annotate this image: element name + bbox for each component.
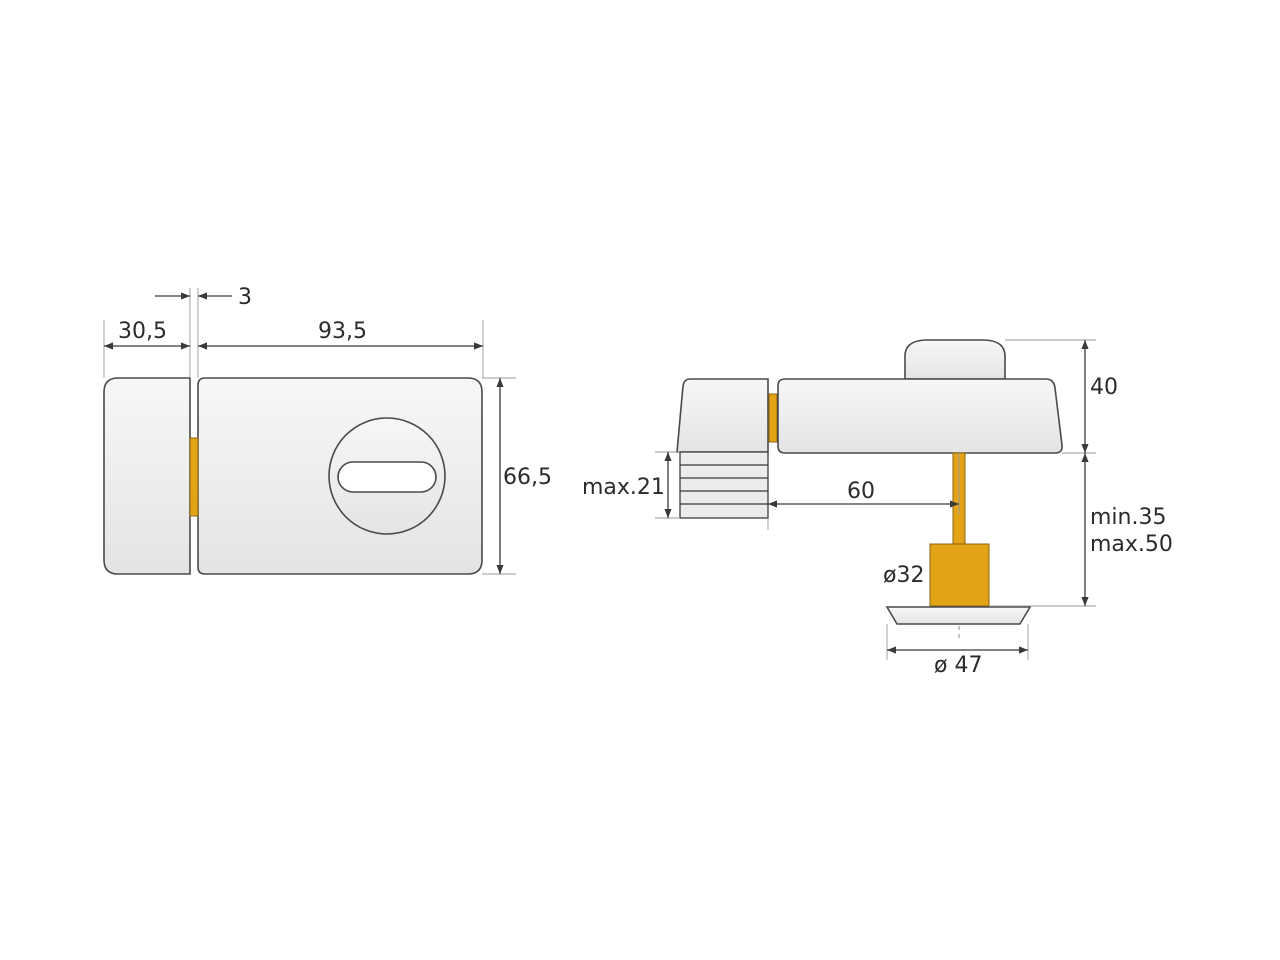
keeper-ribs	[679, 451, 769, 519]
lock-side-body	[777, 378, 1063, 454]
rosette-diameter-label: ø 47	[934, 653, 982, 678]
keyhole-slot	[337, 461, 437, 493]
side-view: 40 max.21 60 min.35 max.50 ø32 ø 47	[582, 339, 1173, 678]
spindle-max-label: max.50	[1090, 532, 1173, 557]
bolt-strip	[189, 437, 199, 517]
cylinder-diameter-label: ø32	[883, 563, 924, 588]
lock-height-label: 66,5	[503, 465, 552, 490]
keeper-width-label: 30,5	[118, 319, 167, 344]
spindle-min-label: min.35	[1090, 505, 1166, 530]
knob-height-label: 40	[1090, 375, 1118, 400]
rosette	[885, 606, 1032, 625]
keeper-side-body	[676, 378, 769, 453]
cylinder	[929, 543, 990, 607]
keeper-body	[103, 377, 191, 575]
knob	[904, 339, 1006, 380]
keeper-depth-label: max.21	[582, 475, 665, 500]
gap-dimension-label: 3	[238, 285, 252, 310]
lock-width-label: 93,5	[318, 319, 367, 344]
side-bolt	[768, 393, 778, 443]
bolt-offset-label: 60	[847, 479, 875, 504]
front-view: 3 30,5 93,5 66,5	[103, 285, 552, 575]
